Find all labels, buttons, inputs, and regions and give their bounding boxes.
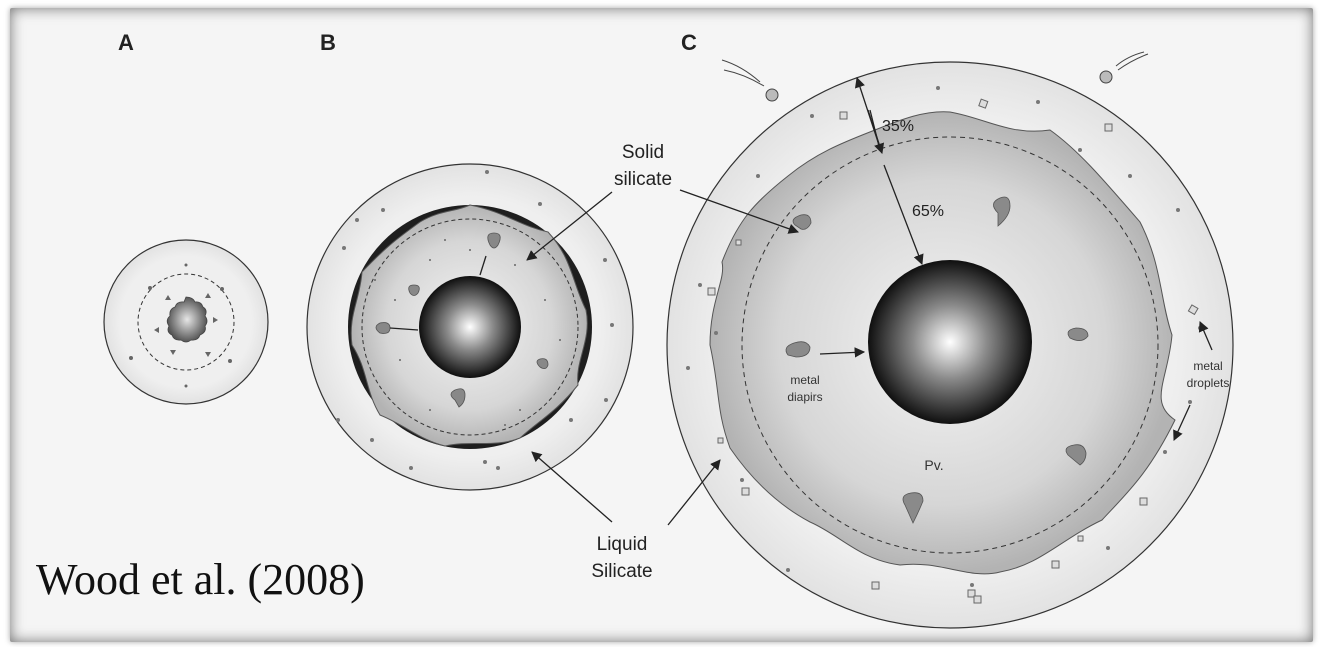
liquid-label-line2: Silicate (591, 561, 652, 582)
panel-label-c: C (681, 30, 697, 55)
pv-label: Pv. (924, 457, 943, 473)
panel-b (306, 163, 634, 491)
panel-b-droplets (336, 170, 614, 470)
arrow-solid-c (679, 189, 799, 234)
arrow-diapir-core (819, 347, 866, 358)
pct-35: 35% (882, 118, 914, 135)
diapir-trail-b (479, 255, 487, 276)
arrow-droplets-down (1173, 404, 1191, 441)
droplets-label-line1: metal (1193, 359, 1222, 373)
panel-c-diapirs (785, 196, 1089, 524)
panel-b-dashed-boundary (361, 218, 579, 436)
panel-a (103, 239, 269, 405)
impactor-left (721, 59, 779, 102)
panel-label-a: A (118, 30, 134, 55)
panel-c-crystals (707, 98, 1199, 604)
arrow-solid-b (526, 191, 613, 261)
arrows (389, 77, 1213, 526)
panel-b-core (419, 276, 521, 378)
liquid-label-line1: Liquid (597, 534, 648, 555)
citation: Wood et al. (2008) (36, 555, 365, 604)
panel-c-core (868, 260, 1032, 424)
arrow-35-line (869, 109, 881, 151)
solid-label-line1: Solid (622, 142, 664, 163)
solid-label-line2: silicate (614, 169, 672, 190)
panel-a-droplets (129, 263, 232, 388)
arrow-droplets-up (1198, 321, 1213, 351)
droplets-label-line2: droplets (1187, 376, 1230, 390)
diapir-trail-b2 (389, 327, 419, 331)
panel-a-core (166, 296, 208, 343)
pct-65: 65% (912, 203, 944, 220)
arrow-65 (883, 164, 924, 265)
arrow-liquid-c (667, 459, 721, 526)
panel-label-b: B (320, 30, 336, 55)
impactor-right (1099, 51, 1149, 84)
panel-b-diapirs (375, 232, 549, 408)
arrow-liquid-b (531, 451, 613, 523)
panel-c (666, 51, 1234, 629)
panel-c-dashed-boundary (741, 136, 1159, 554)
diapirs-label-line2: diapirs (787, 390, 822, 404)
diapirs-label-line1: metal (790, 373, 819, 387)
panel-b-speckles (374, 239, 561, 426)
panel-a-dashed-boundary (137, 273, 235, 371)
